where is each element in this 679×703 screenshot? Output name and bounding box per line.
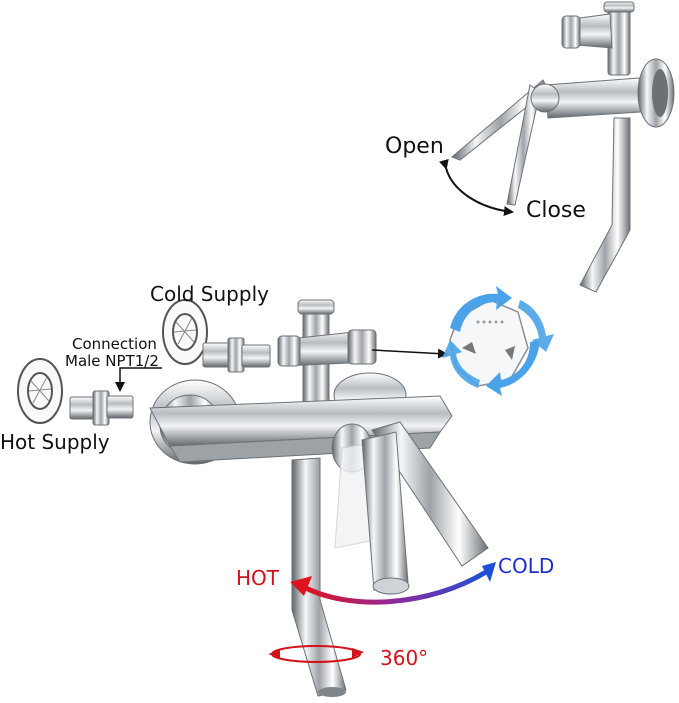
cold-label: COLD bbox=[498, 554, 555, 578]
open-label: Open bbox=[385, 134, 444, 159]
rotation-360-icon bbox=[268, 645, 364, 663]
faucet-top-view bbox=[451, 1, 675, 293]
open-close-arrow bbox=[439, 158, 514, 217]
hot-supply-label: Hot Supply bbox=[0, 430, 110, 454]
connection-label-line1: Connection bbox=[72, 335, 157, 353]
hot-cold-arrow bbox=[300, 569, 488, 605]
cold-arrowhead bbox=[482, 562, 496, 582]
connection-pointer bbox=[115, 367, 162, 392]
rotation-label: 360° bbox=[380, 646, 429, 670]
spout bbox=[291, 457, 347, 697]
hot-label: HOT bbox=[236, 566, 279, 590]
faucet-main-view bbox=[149, 299, 489, 697]
connection-label-line2: Male NPT1/2 bbox=[65, 352, 159, 370]
hot-escutcheon bbox=[17, 358, 63, 424]
cold-supply-label: Cold Supply bbox=[150, 282, 269, 306]
lever-handle-main bbox=[371, 421, 489, 567]
close-label: Close bbox=[526, 198, 586, 223]
cold-escutcheon bbox=[162, 299, 208, 365]
hot-arrowhead bbox=[290, 576, 312, 596]
hot-nipple-fitting bbox=[69, 390, 134, 426]
cold-nipple-fitting bbox=[202, 337, 271, 373]
rotation-arrow-icon bbox=[442, 286, 554, 396]
connection-label: Connection Male NPT1/2 bbox=[65, 335, 159, 370]
diverter-knob bbox=[347, 329, 377, 365]
cartridge-pointer bbox=[371, 348, 448, 359]
